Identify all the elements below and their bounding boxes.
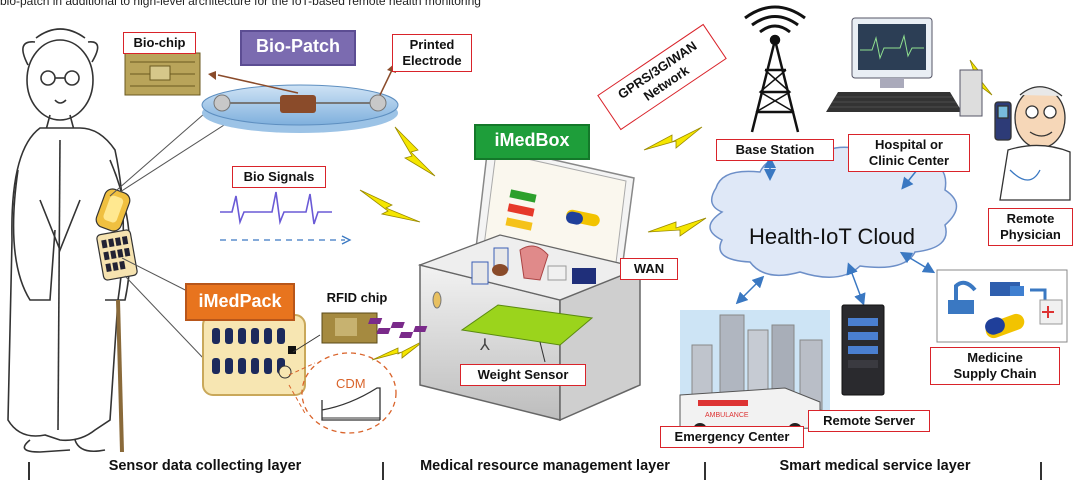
wan-label: WAN <box>620 258 678 280</box>
elderly-patient-figure <box>7 28 131 453</box>
bio-chip-label: Bio-chip <box>123 32 196 54</box>
medicine-line1: Medicine <box>967 350 1023 365</box>
rfid-chip-label: RFID chip <box>326 290 388 305</box>
layer-smart-medical: Smart medical service layer <box>779 458 971 474</box>
printed-electrode-line2: Electrode <box>402 53 462 68</box>
bio-signals-label: Bio Signals <box>232 166 326 188</box>
header-caption: bio-patch in additional to high-level ar… <box>0 0 481 8</box>
layer-separator-left <box>28 462 30 480</box>
medicine-supply-chain-label: Medicine Supply Chain <box>930 347 1060 385</box>
bio-signal-waveform <box>220 191 332 226</box>
svg-text:AMBULANCE: AMBULANCE <box>705 412 749 419</box>
weight-sensor-label: Weight Sensor <box>460 364 586 386</box>
medicine-supply-chain-image <box>936 269 1068 343</box>
layer-medical-resource: Medical resource management layer <box>420 458 670 474</box>
base-station-label: Base Station <box>716 139 834 161</box>
printed-electrode-line1: Printed <box>409 37 455 52</box>
pill <box>251 358 259 374</box>
hospital-line1: Hospital or <box>875 137 943 152</box>
pill <box>212 328 220 344</box>
remote-physician-line1: Remote <box>1006 211 1055 226</box>
remote-physician-figure <box>994 86 1071 201</box>
svg-text:⅄: ⅄ <box>479 337 490 354</box>
cdm-bubble <box>301 352 397 434</box>
imedpack-title: iMedPack <box>185 283 295 321</box>
remote-server-label: Remote Server <box>808 410 930 432</box>
pill <box>251 328 259 344</box>
layer-separator-1 <box>382 462 384 480</box>
pill <box>238 328 246 344</box>
printed-electrode-label: Printed Electrode <box>392 34 472 72</box>
remote-server-image <box>841 304 885 396</box>
remote-physician-line2: Physician <box>1000 227 1061 242</box>
pill <box>212 358 220 374</box>
pill <box>225 328 233 344</box>
pill <box>264 358 272 374</box>
emergency-center-label: Emergency Center <box>660 426 804 448</box>
pill <box>277 328 285 344</box>
lightning-bolts <box>359 59 993 361</box>
medicine-line2: Supply Chain <box>953 366 1037 381</box>
hospital-computer <box>826 17 983 117</box>
imedbox-title: iMedBox <box>474 124 590 160</box>
bio-patch-title: Bio-Patch <box>240 30 356 66</box>
pill <box>225 358 233 374</box>
layer-sensor-data: Sensor data collecting layer <box>108 458 302 474</box>
cloud-label: Health-IoT Cloud <box>749 224 915 249</box>
remote-physician-label: Remote Physician <box>988 208 1073 246</box>
hand-pill-pack <box>96 229 138 281</box>
cdm-label: CDM <box>336 376 366 391</box>
pill <box>238 358 246 374</box>
hospital-line2: Clinic Center <box>868 153 950 168</box>
hospital-label: Hospital or Clinic Center <box>848 134 970 172</box>
base-station-tower <box>744 5 806 133</box>
pill <box>264 328 272 344</box>
layer-separator-right <box>1040 462 1042 480</box>
imedpack-blister <box>202 314 306 396</box>
layer-separator-2 <box>704 462 706 480</box>
